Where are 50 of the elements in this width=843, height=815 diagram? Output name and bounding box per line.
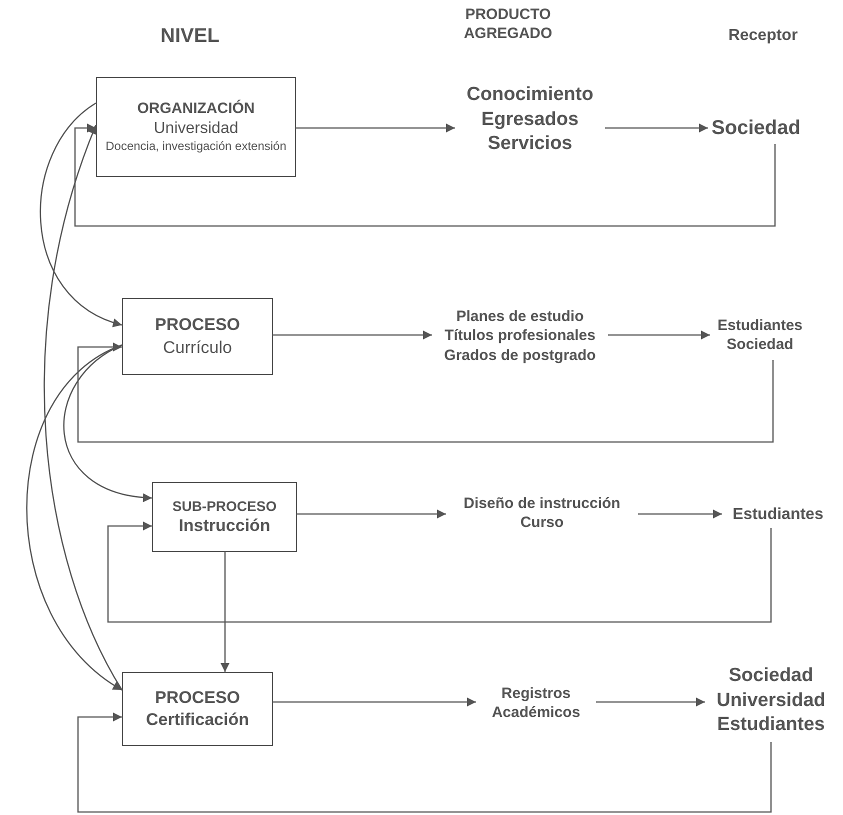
arrow bbox=[107, 522, 772, 623]
product-label: Diseño de instrucción bbox=[464, 494, 620, 513]
level-box bbox=[122, 298, 273, 375]
arrow bbox=[77, 342, 774, 443]
product-label: Títulos profesionales bbox=[444, 326, 596, 346]
arrow bbox=[608, 330, 710, 340]
box-text: Currículo bbox=[163, 336, 232, 358]
box-text: Universidad bbox=[154, 118, 238, 139]
box-text: Instrucción bbox=[178, 515, 270, 538]
curved-arrow bbox=[26, 344, 122, 691]
arrow bbox=[273, 698, 476, 706]
receptor-label: Sociedad bbox=[726, 335, 794, 354]
curved-arrow bbox=[64, 344, 152, 502]
arrow bbox=[296, 124, 455, 132]
product-label: Planes de estudio bbox=[456, 306, 584, 326]
arrow bbox=[297, 510, 446, 518]
receptor-label: Universidad bbox=[716, 688, 826, 713]
column-heading: PRODUCTO AGREGADO bbox=[462, 6, 554, 44]
product-label: Conocimiento bbox=[466, 82, 594, 107]
curved-arrow bbox=[40, 102, 122, 326]
product-label: Curso bbox=[520, 513, 564, 532]
level-box bbox=[122, 672, 273, 746]
column-heading: NIVEL bbox=[160, 24, 220, 49]
receptor-label: Estudiantes bbox=[717, 713, 825, 738]
column-heading: Receptor bbox=[727, 26, 799, 46]
level-box bbox=[96, 77, 296, 177]
receptor-label: Estudiantes bbox=[717, 316, 803, 335]
arrow bbox=[273, 330, 432, 340]
receptor-label: Estudiantes bbox=[732, 504, 824, 525]
box-title: PROCESO bbox=[154, 686, 240, 709]
arrow bbox=[220, 552, 230, 672]
box-text: Docencia, investigación extensión bbox=[106, 139, 286, 155]
product-label: Servicios bbox=[488, 132, 572, 156]
level-box bbox=[152, 482, 297, 552]
box-title: PROCESO bbox=[154, 314, 240, 336]
box-title: ORGANIZACIÓN bbox=[137, 99, 255, 119]
box-title: SUB-PROCESO bbox=[172, 496, 277, 516]
box-text: Certificación bbox=[146, 709, 249, 731]
receptor-label: Sociedad bbox=[712, 116, 800, 141]
product-label: Académicos bbox=[492, 703, 580, 722]
arrow bbox=[77, 712, 772, 813]
arrow bbox=[605, 124, 708, 132]
curved-arrow bbox=[44, 124, 123, 690]
product-label: Grados de postgrado bbox=[444, 346, 596, 366]
product-label: Egresados bbox=[481, 108, 579, 132]
receptor-label: Sociedad bbox=[728, 664, 814, 688]
product-label: Registros bbox=[501, 684, 571, 703]
arrow bbox=[638, 510, 722, 518]
arrow bbox=[74, 124, 776, 227]
arrow bbox=[596, 698, 705, 706]
